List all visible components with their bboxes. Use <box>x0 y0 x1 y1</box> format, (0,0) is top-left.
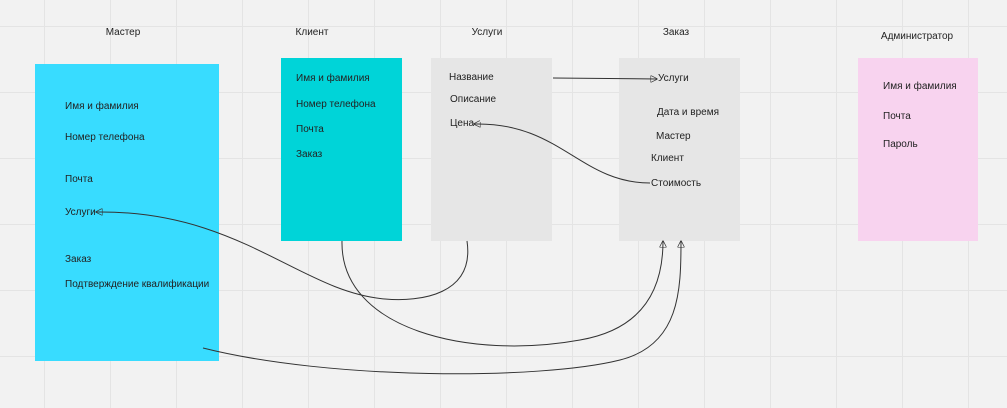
services-field-name: Название <box>449 72 494 83</box>
admin-card[interactable] <box>858 58 978 241</box>
order-field-cost: Стоимость <box>651 178 702 189</box>
master-field-phone: Номер телефона <box>65 132 145 143</box>
master-field-email: Почта <box>65 174 93 185</box>
client-field-phone: Номер телефона <box>296 99 376 110</box>
client-card[interactable] <box>281 58 402 241</box>
client-field-order: Заказ <box>296 149 323 160</box>
connector-client-order-to-order[interactable] <box>341 241 663 347</box>
order-field-master: Мастер <box>656 131 691 142</box>
client-field-email: Почта <box>296 124 324 135</box>
admin-field-email: Почта <box>883 111 911 122</box>
order-field-client: Клиент <box>651 153 684 164</box>
order-card[interactable] <box>619 58 740 241</box>
order-title: Заказ <box>662 27 690 38</box>
admin-field-password: Пароль <box>883 139 918 150</box>
master-field-name: Имя и фамилия <box>65 101 139 112</box>
master-title: Мастер <box>105 27 141 38</box>
services-field-price: Цена <box>450 118 475 129</box>
admin-field-name: Имя и фамилия <box>883 81 957 92</box>
services-card[interactable] <box>431 58 552 241</box>
client-field-name: Имя и фамилия <box>296 73 370 84</box>
services-field-description: Описание <box>450 94 497 105</box>
order-field-datetime: Дата и время <box>657 107 720 118</box>
services-title: Услуги <box>471 27 503 38</box>
client-title: Клиент <box>295 27 329 38</box>
master-field-services: Услуги <box>65 207 96 218</box>
master-field-qualification: Подтверждение квалификации <box>65 279 210 290</box>
connector-master-order-to-order[interactable] <box>202 241 681 375</box>
order-field-services: Услуги <box>658 73 689 84</box>
master-field-order: Заказ <box>65 254 92 265</box>
admin-title: Администратор <box>880 31 954 42</box>
